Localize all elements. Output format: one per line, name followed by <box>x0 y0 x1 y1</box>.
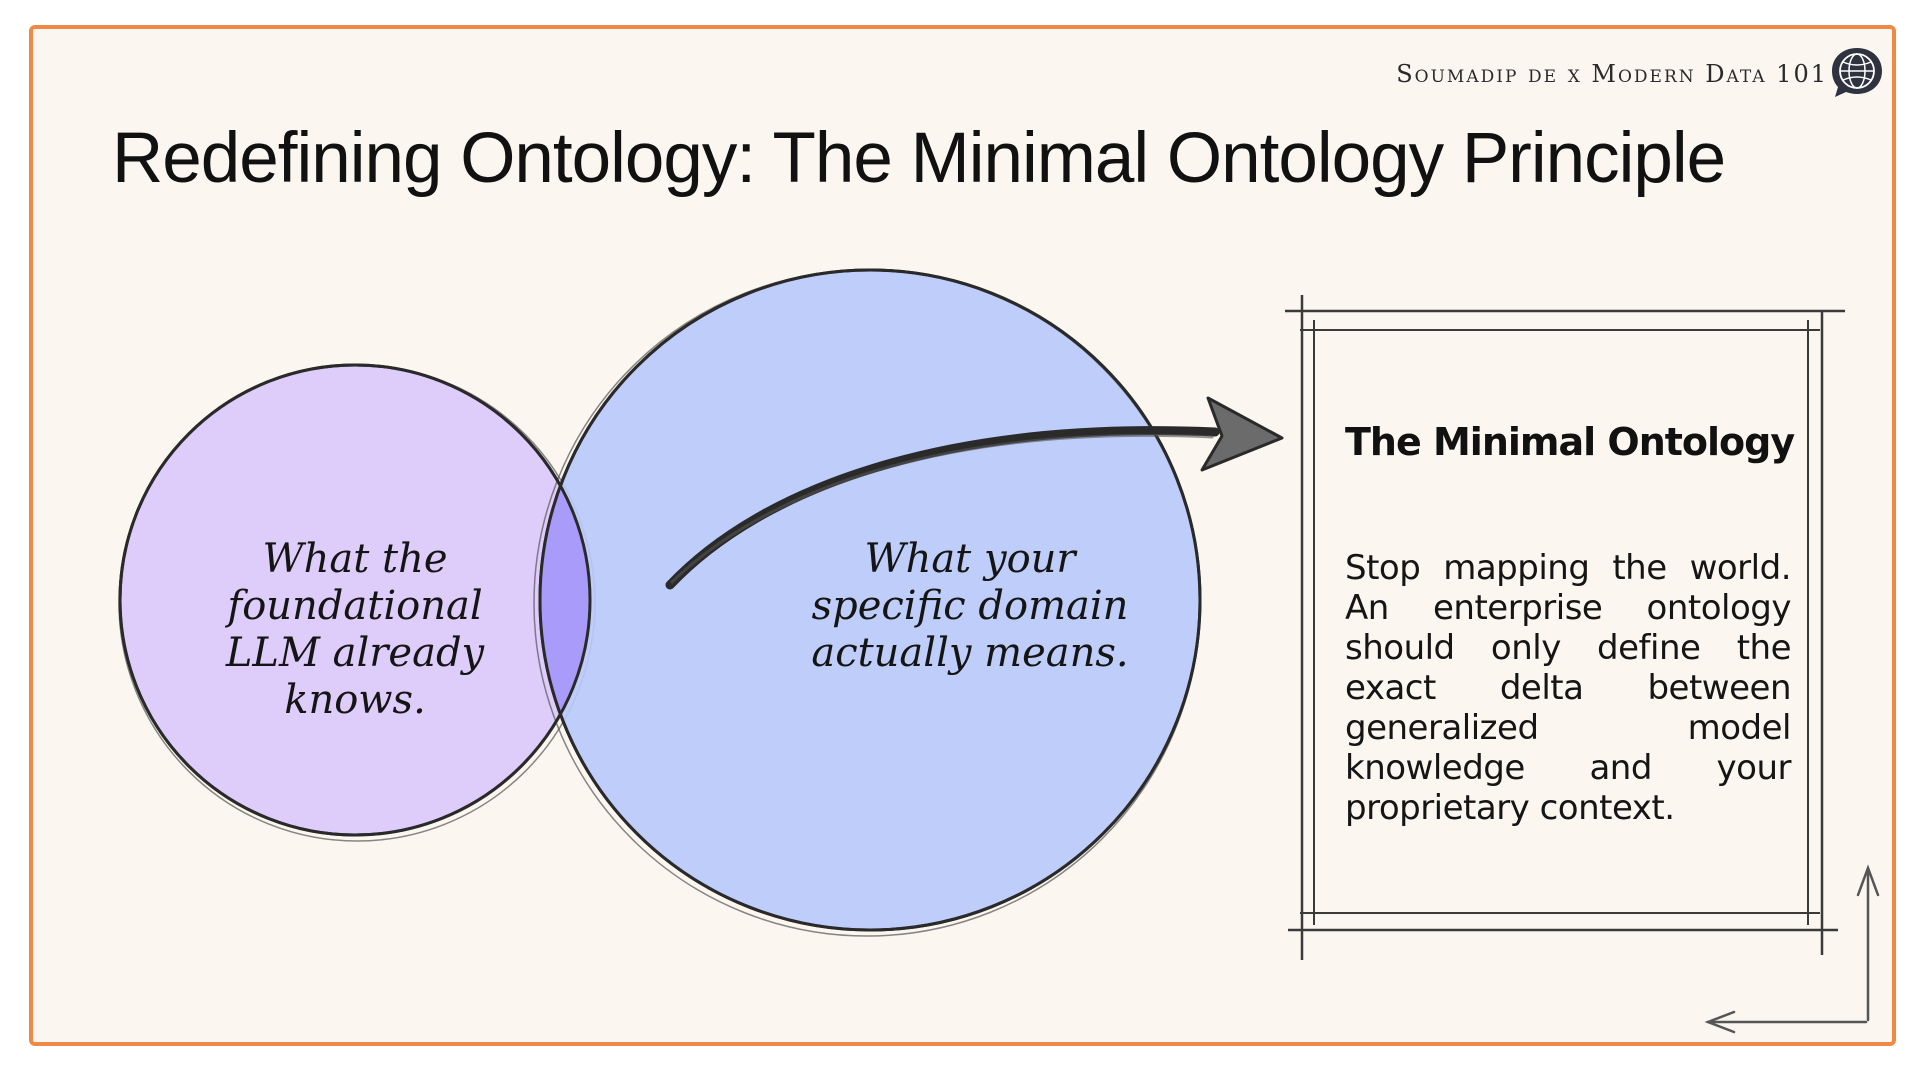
definition-box-frame <box>1285 295 1845 960</box>
corner-arrows-icon <box>1704 864 1880 1034</box>
definition-body: Stop mapping the world. An enterprise on… <box>1345 548 1792 828</box>
attribution-text: Soumadip de x Modern Data 101 <box>1396 60 1828 88</box>
left-circle-label: What the foundational LLM already knows. <box>225 536 485 723</box>
right-circle-label: What your specific domain actually means… <box>811 536 1129 676</box>
globe-chat-bubble-icon <box>1832 48 1882 97</box>
curved-arrow-icon <box>665 396 1284 590</box>
definition-heading: The Minimal Ontology <box>1345 420 1795 464</box>
slide-title: Redefining Ontology: The Minimal Ontolog… <box>112 119 1726 198</box>
